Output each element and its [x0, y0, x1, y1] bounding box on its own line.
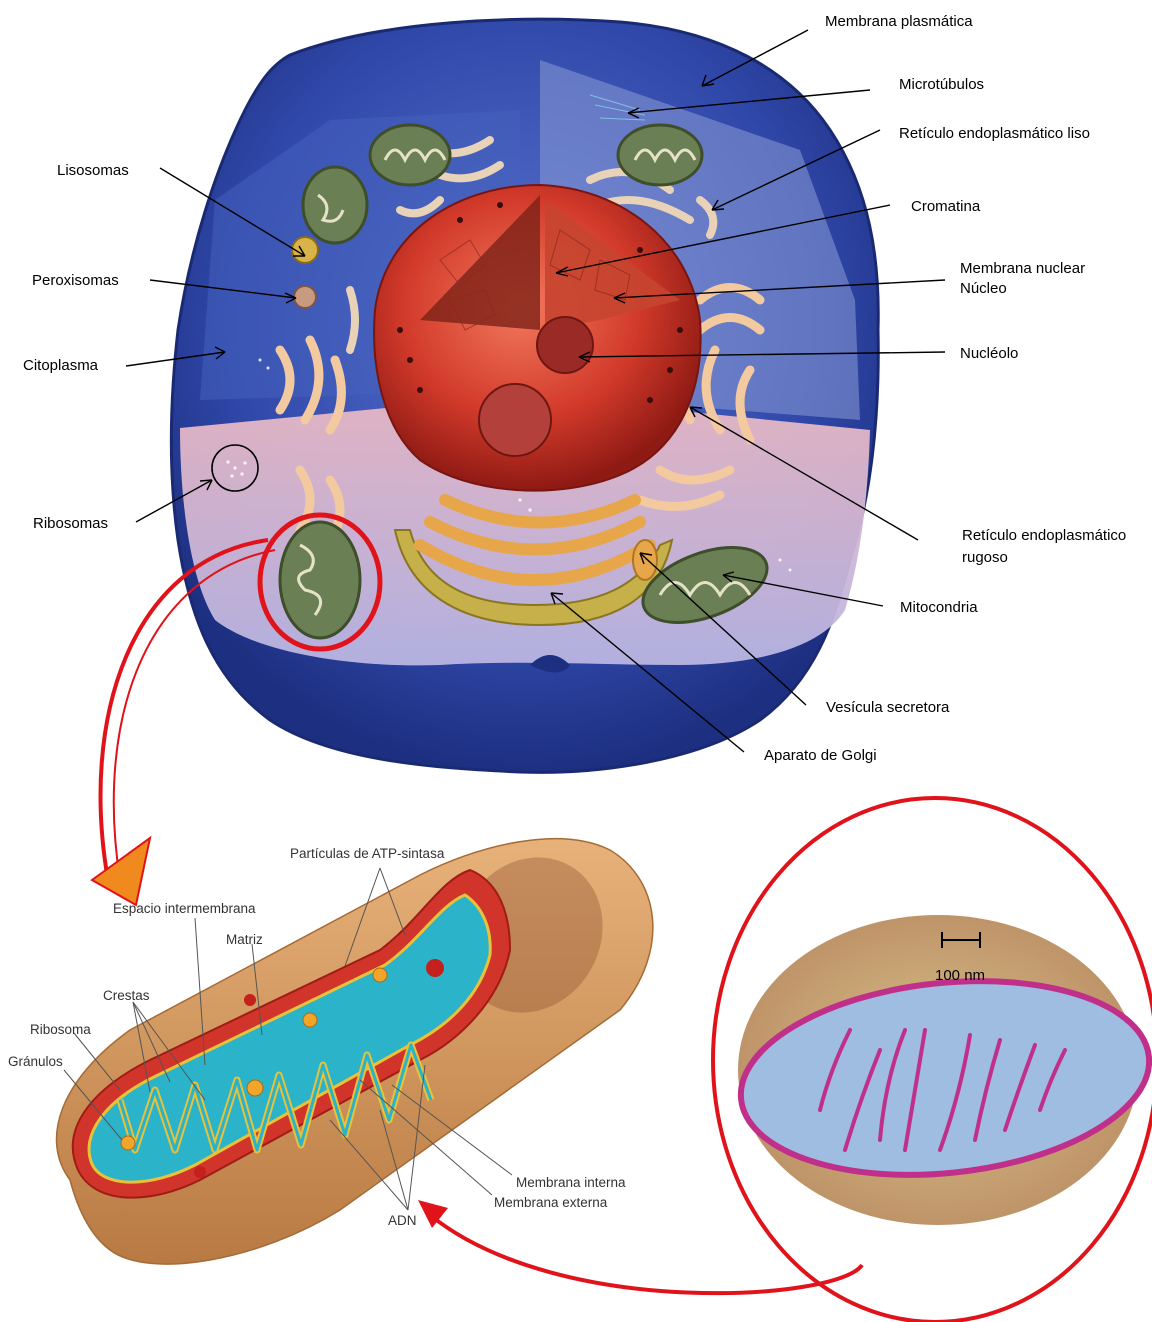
label-nucleolo: Nucléolo [960, 345, 1018, 362]
label-ribosoma: Ribosoma [30, 1022, 91, 1037]
label-nucleo: Núcleo [960, 280, 1007, 297]
label-reticulo-liso: Retículo endoplasmático liso [899, 125, 1090, 142]
nucleus [374, 185, 701, 491]
label-golgi: Aparato de Golgi [764, 747, 877, 764]
label-atp-sintasa: Partículas de ATP-sintasa [290, 846, 445, 861]
label-membrana-externa: Membrana externa [494, 1195, 608, 1210]
label-membrana-interna: Membrana interna [516, 1175, 626, 1190]
scale-bar-label: 100 nm [935, 967, 985, 984]
label-vesicula: Vesícula secretora [826, 699, 950, 716]
label-membrana-plasmatica: Membrana plasmática [825, 13, 973, 30]
nucleolus [537, 317, 593, 373]
nucleolus-lower [479, 384, 551, 456]
label-reticulo-rugoso-1: Retículo endoplasmático [962, 527, 1126, 544]
label-espacio-intermembrana: Espacio intermembrana [113, 901, 256, 916]
label-membrana-nuclear: Membrana nuclear [960, 260, 1085, 277]
label-crestas: Crestas [103, 988, 150, 1003]
label-matriz: Matriz [226, 932, 263, 947]
mitochondrion-cutaway: Partículas de ATP-sintasa Espacio interm… [8, 831, 653, 1264]
label-peroxisomas: Peroxisomas [32, 272, 119, 289]
label-mitocondria: Mitocondria [900, 599, 978, 616]
label-citoplasma: Citoplasma [23, 357, 99, 374]
animal-cell-illustration [171, 19, 878, 772]
label-ribosomas: Ribosomas [33, 515, 108, 532]
label-cromatina: Cromatina [911, 198, 981, 215]
label-adn: ADN [388, 1213, 417, 1228]
electron-micrograph: 100 nm [713, 798, 1152, 1322]
label-microtubulos: Microtúbulos [899, 76, 984, 93]
label-lisosomas: Lisosomas [57, 162, 129, 179]
peroxisome [294, 286, 316, 308]
label-granulos: Gránulos [8, 1054, 63, 1069]
label-reticulo-rugoso-2: rugoso [962, 549, 1008, 566]
